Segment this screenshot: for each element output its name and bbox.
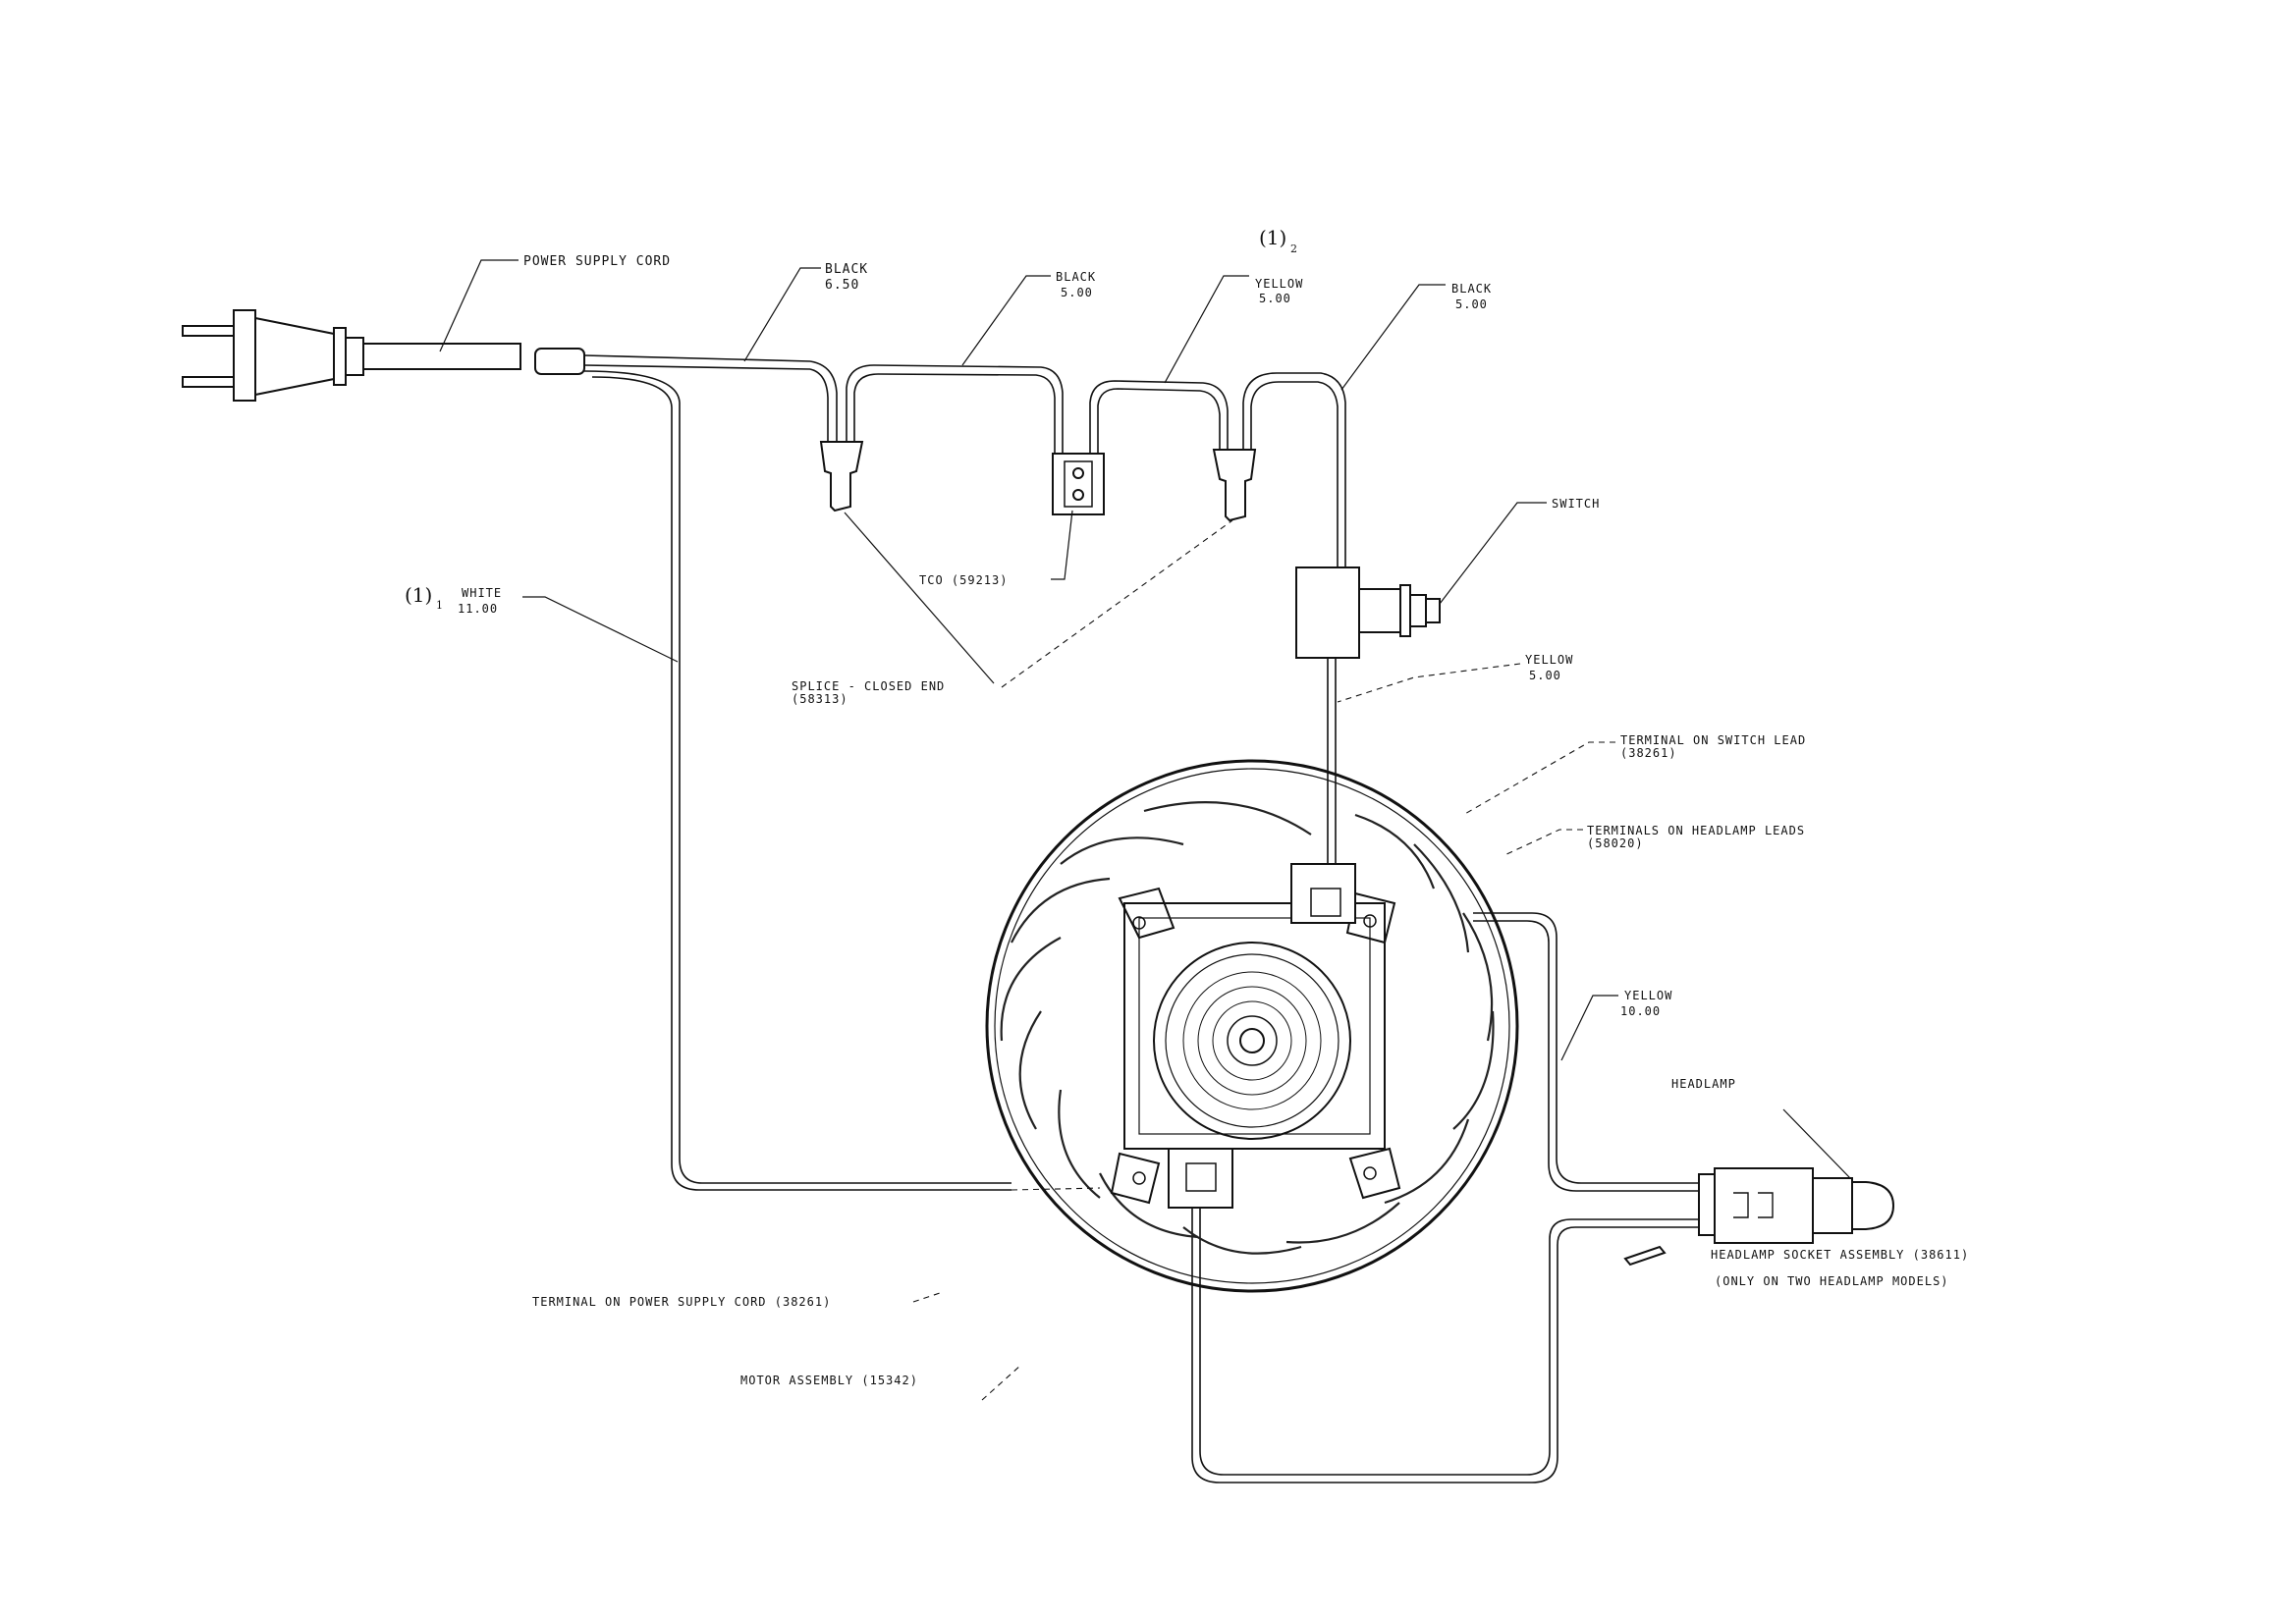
label-yellow-10-00: YELLOW: [1624, 989, 1672, 1002]
label-switch: SWITCH: [1552, 497, 1600, 511]
note-marker-2-sub: 2: [1290, 243, 1297, 255]
power-plug: [182, 309, 585, 402]
label-yellow-10-00-length: 10.00: [1620, 1004, 1661, 1018]
note-marker-2: (1): [1259, 226, 1286, 249]
label-white: WHITE: [462, 586, 502, 600]
label-terminals-headlamp-leads-part: (58020): [1587, 836, 1644, 850]
label-yellow-5-00-b-length: 5.00: [1529, 669, 1561, 682]
fan-blades: [1000, 801, 1495, 1255]
label-black-5-00-a-length: 5.00: [1061, 286, 1093, 299]
leader-lines: [439, 259, 1851, 1401]
label-yellow-5-00-b: YELLOW: [1525, 653, 1573, 667]
label-yellow-5-00-a-length: 5.00: [1259, 292, 1291, 305]
label-terminal-switch-lead: TERMINAL ON SWITCH LEAD: [1620, 733, 1806, 747]
label-terminal-power-supply-cord: TERMINAL ON POWER SUPPLY CORD (38261): [532, 1295, 831, 1309]
note-marker-1: (1): [405, 583, 432, 607]
label-terminals-headlamp-leads: TERMINALS ON HEADLAMP LEADS: [1587, 824, 1805, 837]
label-terminal-switch-lead-part: (38261): [1620, 746, 1677, 760]
label-power-supply-cord: POWER SUPPLY CORD: [523, 254, 671, 269]
labels: POWER SUPPLY CORD BLACK 6.50 BLACK 5.00 …: [405, 226, 1969, 1387]
label-white-length: 11.00: [458, 602, 498, 616]
label-motor-assembly: MOTOR ASSEMBLY (15342): [740, 1374, 918, 1387]
splice-closed-end-2: [1212, 449, 1257, 522]
label-black-5-00-b-length: 5.00: [1455, 297, 1488, 311]
label-black-6-50: BLACK: [825, 262, 868, 277]
wires: [583, 354, 1699, 1483]
label-headlamp-socket-assembly: HEADLAMP SOCKET ASSEMBLY (38611): [1711, 1248, 1969, 1262]
label-headlamp: HEADLAMP: [1671, 1077, 1736, 1091]
motor-assembly: [985, 759, 1519, 1293]
note-marker-1-sub: 1: [436, 599, 443, 612]
tco: [1052, 453, 1105, 515]
label-black-5-00-b: BLACK: [1451, 282, 1492, 296]
label-yellow-5-00-a: YELLOW: [1255, 277, 1303, 291]
label-black-5-00-a: BLACK: [1056, 270, 1096, 284]
label-splice-closed-end: SPLICE - CLOSED END: [792, 679, 945, 693]
label-tco: TCO (59213): [919, 573, 1008, 587]
headlamp-socket-assembly: [1623, 1167, 1895, 1267]
label-black-6-50-length: 6.50: [825, 278, 859, 293]
splice-closed-end-1: [819, 441, 864, 512]
switch: [1295, 566, 1441, 659]
label-headlamp-socket-note: (ONLY ON TWO HEADLAMP MODELS): [1715, 1274, 1949, 1288]
label-splice-part-number: (58313): [792, 692, 848, 706]
